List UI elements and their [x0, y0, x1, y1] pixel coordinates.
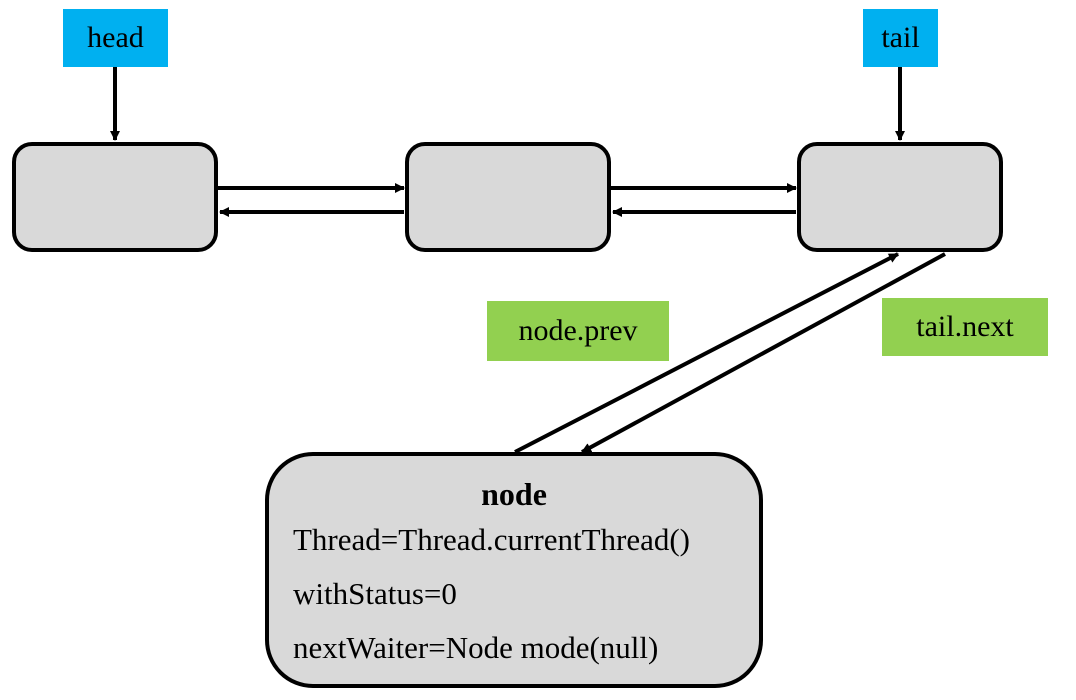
queue-node-head: [12, 142, 218, 252]
new-node: node Thread=Thread.currentThread() withS…: [265, 452, 763, 688]
tail-next-arrow: [581, 252, 946, 454]
tail-next-label: tail.next: [882, 298, 1048, 356]
queue-node-middle: [405, 142, 611, 252]
node-prev-arrow: [514, 252, 899, 454]
node-prev-label: node.prev: [487, 301, 669, 361]
queue-node-tail: [797, 142, 1003, 252]
head-label: head: [63, 9, 168, 67]
new-node-field-thread: Thread=Thread.currentThread(): [293, 522, 690, 557]
new-node-field-status: withStatus=0: [293, 576, 457, 611]
new-node-title: node: [481, 476, 547, 512]
new-node-field-nextwaiter: nextWaiter=Node mode(null): [293, 630, 659, 665]
tail-label: tail: [863, 9, 938, 67]
